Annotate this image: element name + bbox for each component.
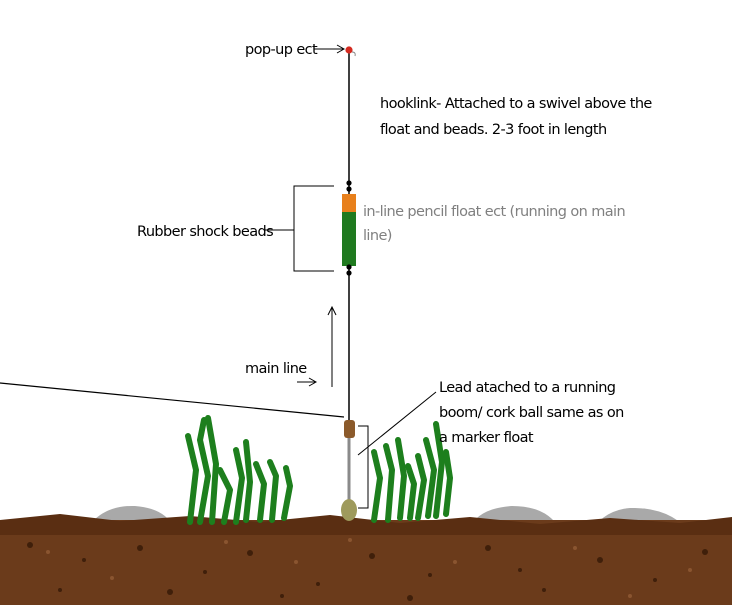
main-line-label: main line: [245, 361, 307, 377]
weed-blade: [433, 421, 445, 519]
weed-blade: [253, 461, 267, 523]
weed-blade: [185, 433, 199, 525]
mainline-arrow: [297, 377, 318, 387]
weed-blade: [243, 439, 253, 523]
float-top-orange: [342, 194, 356, 212]
lead-label-line1: Lead atached to a running: [439, 380, 615, 396]
hooklink-label-line2: float and beads. 2-3 foot in length: [380, 122, 607, 138]
weed-blade: [395, 437, 407, 521]
weed-blade: [205, 415, 219, 525]
weed-blade: [267, 459, 279, 523]
popup-bead: [345, 46, 353, 54]
weed-blade: [371, 449, 383, 523]
weed-blade: [281, 465, 293, 521]
weed-blade: [197, 417, 211, 525]
shock-beads-bottom: [346, 264, 352, 276]
upward-arrow: [327, 305, 337, 387]
beads-bracket: [264, 185, 334, 272]
float-label-line1: in-line pencil float ect (running on mai…: [363, 204, 625, 220]
weed-blade: [233, 447, 245, 525]
lead-label-line2: boom/ cork ball same as on: [439, 405, 624, 421]
weed-clump-left: [185, 415, 293, 525]
hooklink-label-line1: hooklink- Attached to a swivel above the: [380, 96, 652, 112]
weed-clump-right: [371, 421, 453, 523]
running-boom-lead: [344, 420, 355, 438]
shock-beads-top: [346, 180, 352, 192]
weed-blade: [443, 449, 453, 517]
float-label-line2: line): [363, 228, 392, 244]
shock-beads-label: Rubber shock beads: [137, 224, 273, 240]
hook-icon: [351, 51, 356, 57]
weed-blade: [415, 453, 427, 521]
main-line-incoming: [0, 382, 345, 418]
weed-blade: [405, 463, 417, 521]
popup-label: pop-up ect: [245, 42, 318, 58]
lead-label-line3: a marker float: [439, 430, 534, 446]
pencil-float: [342, 194, 356, 266]
weed-blade: [217, 467, 233, 525]
weed-blade: [383, 443, 395, 523]
cork-ball: [341, 499, 357, 521]
weed-blade: [423, 437, 437, 519]
popup-arrow: [314, 44, 346, 54]
lead-pointer: [357, 391, 437, 509]
lake-bed-mud: [0, 514, 732, 605]
float-body-green: [342, 212, 356, 266]
